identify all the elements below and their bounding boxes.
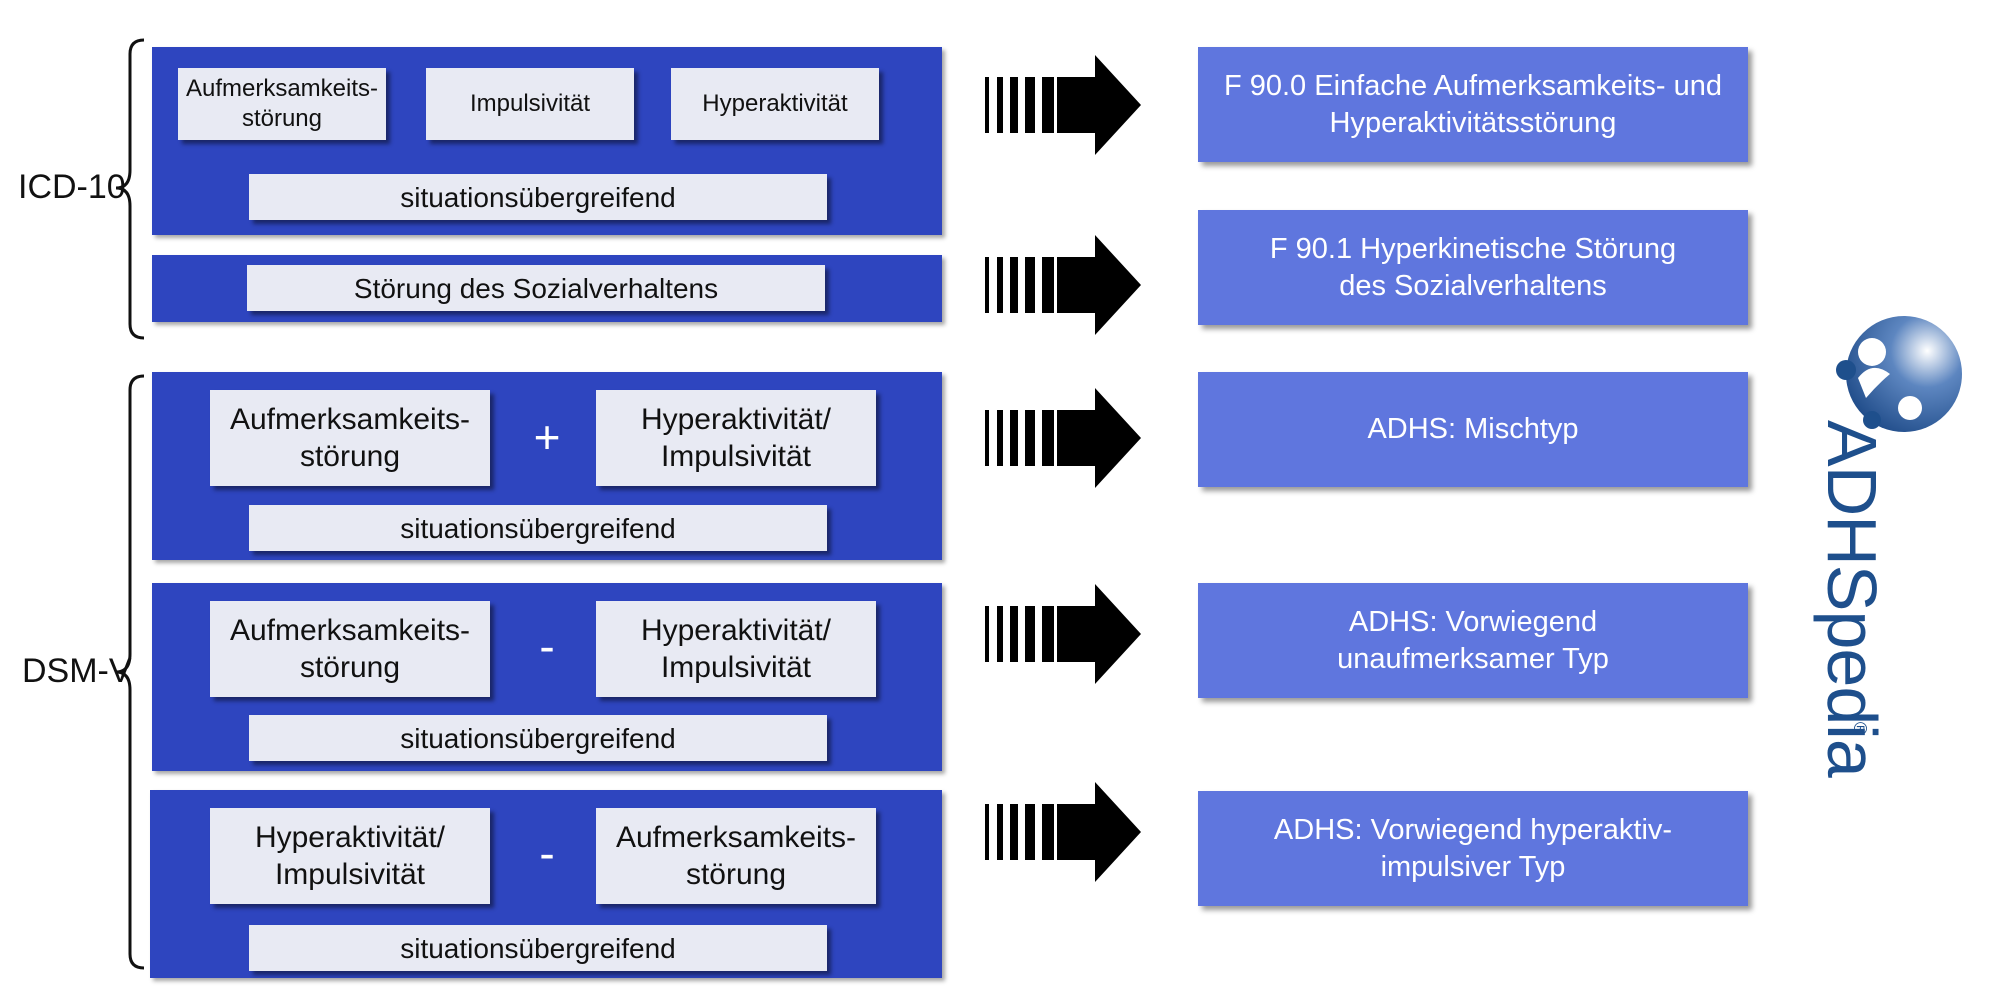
minus-operator: - — [539, 827, 555, 879]
arrow-1-icon — [985, 55, 1141, 155]
outcome-f90-1: F 90.1 Hyperkinetische Störung des Sozia… — [1198, 210, 1748, 325]
plus-operator: + — [533, 411, 561, 463]
outcome-hyperaktiv: ADHS: Vorwiegend hyperaktiv- impulsiver … — [1198, 791, 1748, 906]
criterion-attention: Aufmerksamkeits- störung — [210, 601, 490, 697]
criterion-hyperactivity-impulsivity: Hyperaktivität/ Impulsivität — [210, 808, 490, 904]
dsm-brace — [115, 374, 145, 970]
arrow-2-icon — [985, 235, 1141, 335]
criterion-attention: Aufmerksamkeits- störung — [210, 390, 490, 486]
arrow-3-icon — [985, 388, 1141, 488]
criterion-hyperactivity-impulsivity: Hyperaktivität/ Impulsivität — [596, 601, 876, 697]
adhspedia-logo-mark-icon — [1836, 316, 1962, 432]
outcome-unaufmerksam: ADHS: Vorwiegend unaufmerksamer Typ — [1198, 583, 1748, 698]
outcome-mischtyp: ADHS: Mischtyp — [1198, 372, 1748, 487]
dsm-hyperactive-panel: Hyperaktivität/ Impulsivität - Aufmerksa… — [150, 790, 942, 978]
criterion-attention: Aufmerksamkeits- störung — [178, 68, 386, 140]
registered-mark: ® — [1850, 721, 1871, 736]
criterion-attention: Aufmerksamkeits- störung — [596, 808, 876, 904]
criterion-impulsivity: Impulsivität — [426, 68, 634, 140]
criterion-social-disorder: Störung des Sozialverhaltens — [247, 265, 825, 311]
icd-criteria-panel: Aufmerksamkeits- störung Impulsivität Hy… — [152, 47, 942, 235]
criterion-situational: situationsübergreifend — [249, 925, 827, 971]
minus-operator: - — [539, 620, 555, 672]
dsm-inattentive-panel: Aufmerksamkeits- störung - Hyperaktivitä… — [152, 583, 942, 771]
dsm-combined-panel: Aufmerksamkeits- störung + Hyperaktivitä… — [152, 372, 942, 560]
icd-10-label: ICD-10 — [18, 168, 126, 206]
criterion-situational: situationsübergreifend — [249, 715, 827, 761]
arrow-5-icon — [985, 782, 1141, 882]
icd-brace — [115, 38, 145, 340]
outcome-f90-0: F 90.0 Einfache Aufmerksamkeits- und Hyp… — [1198, 47, 1748, 162]
criterion-situational: situationsübergreifend — [249, 174, 827, 220]
criterion-situational: situationsübergreifend — [249, 505, 827, 551]
dsm-v-label: DSM-V — [22, 652, 132, 690]
criterion-hyperactivity-impulsivity: Hyperaktivität/ Impulsivität — [596, 390, 876, 486]
criterion-hyperactivity: Hyperaktivität — [671, 68, 879, 140]
icd-social-panel: Störung des Sozialverhaltens — [152, 255, 942, 322]
arrow-4-icon — [985, 584, 1141, 684]
